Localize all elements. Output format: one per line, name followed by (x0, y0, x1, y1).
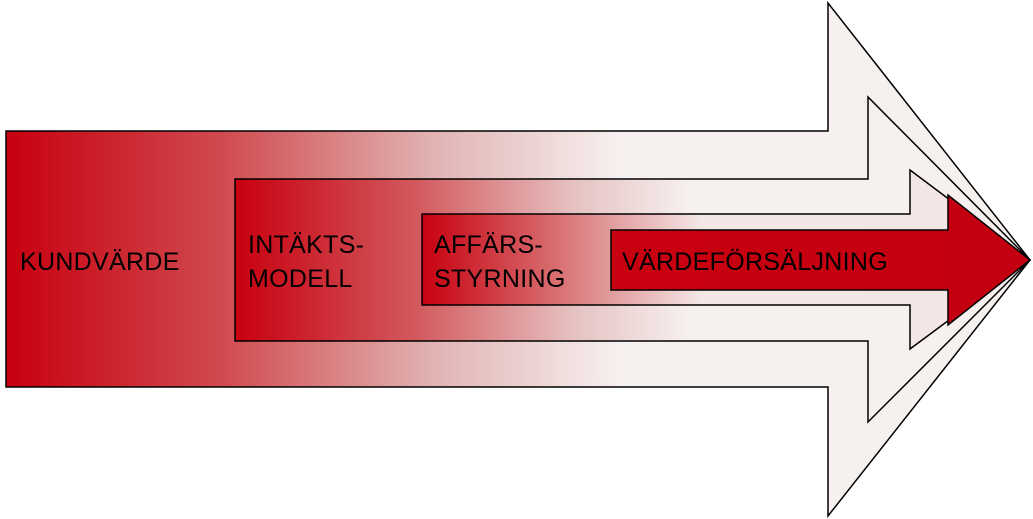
label-kundvarde-line-1: KUNDVÄRDE (20, 248, 180, 276)
label-kundvarde: KUNDVÄRDE (20, 248, 180, 276)
label-vardeforsaljning-line-1: VÄRDEFÖRSÄLJNING (622, 248, 888, 276)
arrow-vardeforsaljning (610, 193, 1032, 327)
label-affarsstyrning: AFFÄRS- STYRNING (434, 231, 566, 293)
label-affarsstyrning-line-2: STYRNING (434, 265, 566, 293)
label-vardeforsaljning: VÄRDEFÖRSÄLJNING (622, 248, 888, 276)
label-intaktsmodell-line-2: MODELL (248, 265, 353, 293)
label-affarsstyrning-line-1: AFFÄRS- (434, 231, 543, 259)
label-intaktsmodell: INTÄKTS- MODELL (248, 231, 372, 293)
label-intaktsmodell-line-1: INTÄKTS- (248, 231, 364, 259)
